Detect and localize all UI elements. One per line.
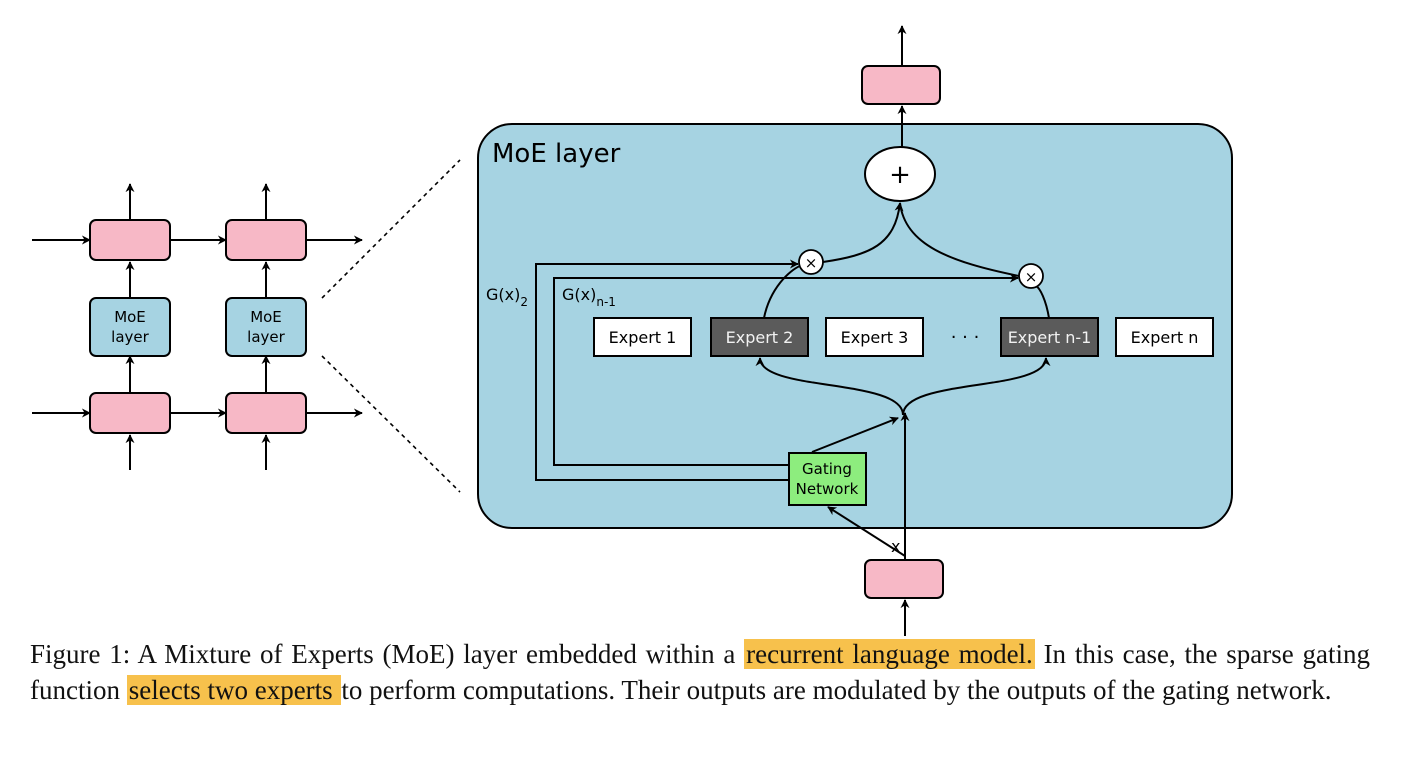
expert-label-5: Expert n [1131, 328, 1199, 347]
multiplier-symbol-n1: × [1025, 268, 1038, 286]
expert-box-1 [593, 317, 692, 357]
rnn-moe-label-1b: layer [111, 328, 149, 346]
moe-figure: MoE layer MoE layer MoE layer + × × G(x)… [32, 25, 1233, 636]
expert-label-1: Expert 1 [609, 328, 677, 347]
rnn-moe-label-2a: MoE [250, 308, 282, 326]
experts-ellipsis: · · · [951, 327, 980, 348]
multiplier-symbol-2: × [805, 254, 818, 272]
moe-input-state [864, 559, 944, 599]
rnn-moe-box-2 [225, 297, 307, 357]
caption-text-3: to perform computations. Their outputs a… [341, 675, 1332, 705]
gating-network-label-2: Network [796, 480, 859, 498]
expert-label-3: Expert 3 [841, 328, 909, 347]
expert-label-4: Expert n-1 [1008, 328, 1092, 347]
rnn-state-top-1 [89, 219, 171, 261]
gate-label-n1: G(x)n-1 [562, 285, 616, 309]
expert-label-2: Expert 2 [726, 328, 794, 347]
expert-box-4 [1000, 317, 1099, 357]
sum-node [864, 146, 936, 202]
gating-network-label-1: Gating [802, 460, 852, 478]
gate-wire-2 [535, 259, 799, 481]
caption-highlight-1: recurrent language model. [744, 639, 1035, 669]
experts-row: Expert 1 Expert 2 Expert 3 Expert n-1 Expert… [593, 317, 1214, 357]
rnn-moe-label-2b: layer [247, 328, 285, 346]
expert-box-3 [825, 317, 924, 357]
multiplier-node-n1 [1018, 263, 1044, 289]
rnn-moe-box-1 [89, 297, 171, 357]
gate-wire-n1 [553, 273, 1019, 466]
caption-text-1: Figure 1: A Mixture of Experts (MoE) lay… [30, 639, 745, 669]
moe-layer-title: MoE layer [492, 139, 621, 169]
caption-highlight-2: selects two experts [126, 675, 342, 705]
expert-box-5 [1115, 317, 1214, 357]
expert-box-2 [710, 317, 809, 357]
rnn-state-bottom-1 [89, 392, 171, 434]
rnn-diagram [32, 183, 363, 470]
gating-network-box [788, 452, 867, 506]
sum-symbol: + [889, 160, 911, 190]
moe-output-state [861, 65, 941, 105]
input-x-label: x [891, 537, 900, 556]
caption-text-2: In this case, the sparse gating function [30, 639, 1371, 705]
rnn-moe-label-1a: MoE [114, 308, 146, 326]
rnn-state-bottom-2 [225, 392, 307, 434]
figure-caption: Figure 1: A Mixture of Experts (MoE) lay… [30, 636, 1370, 708]
multiplier-node-2 [798, 249, 824, 275]
zoom-line-top [321, 159, 461, 299]
rnn-state-top-2 [225, 219, 307, 261]
zoom-line-bottom [321, 355, 461, 493]
gate-label-2: G(x)2 [486, 285, 528, 309]
